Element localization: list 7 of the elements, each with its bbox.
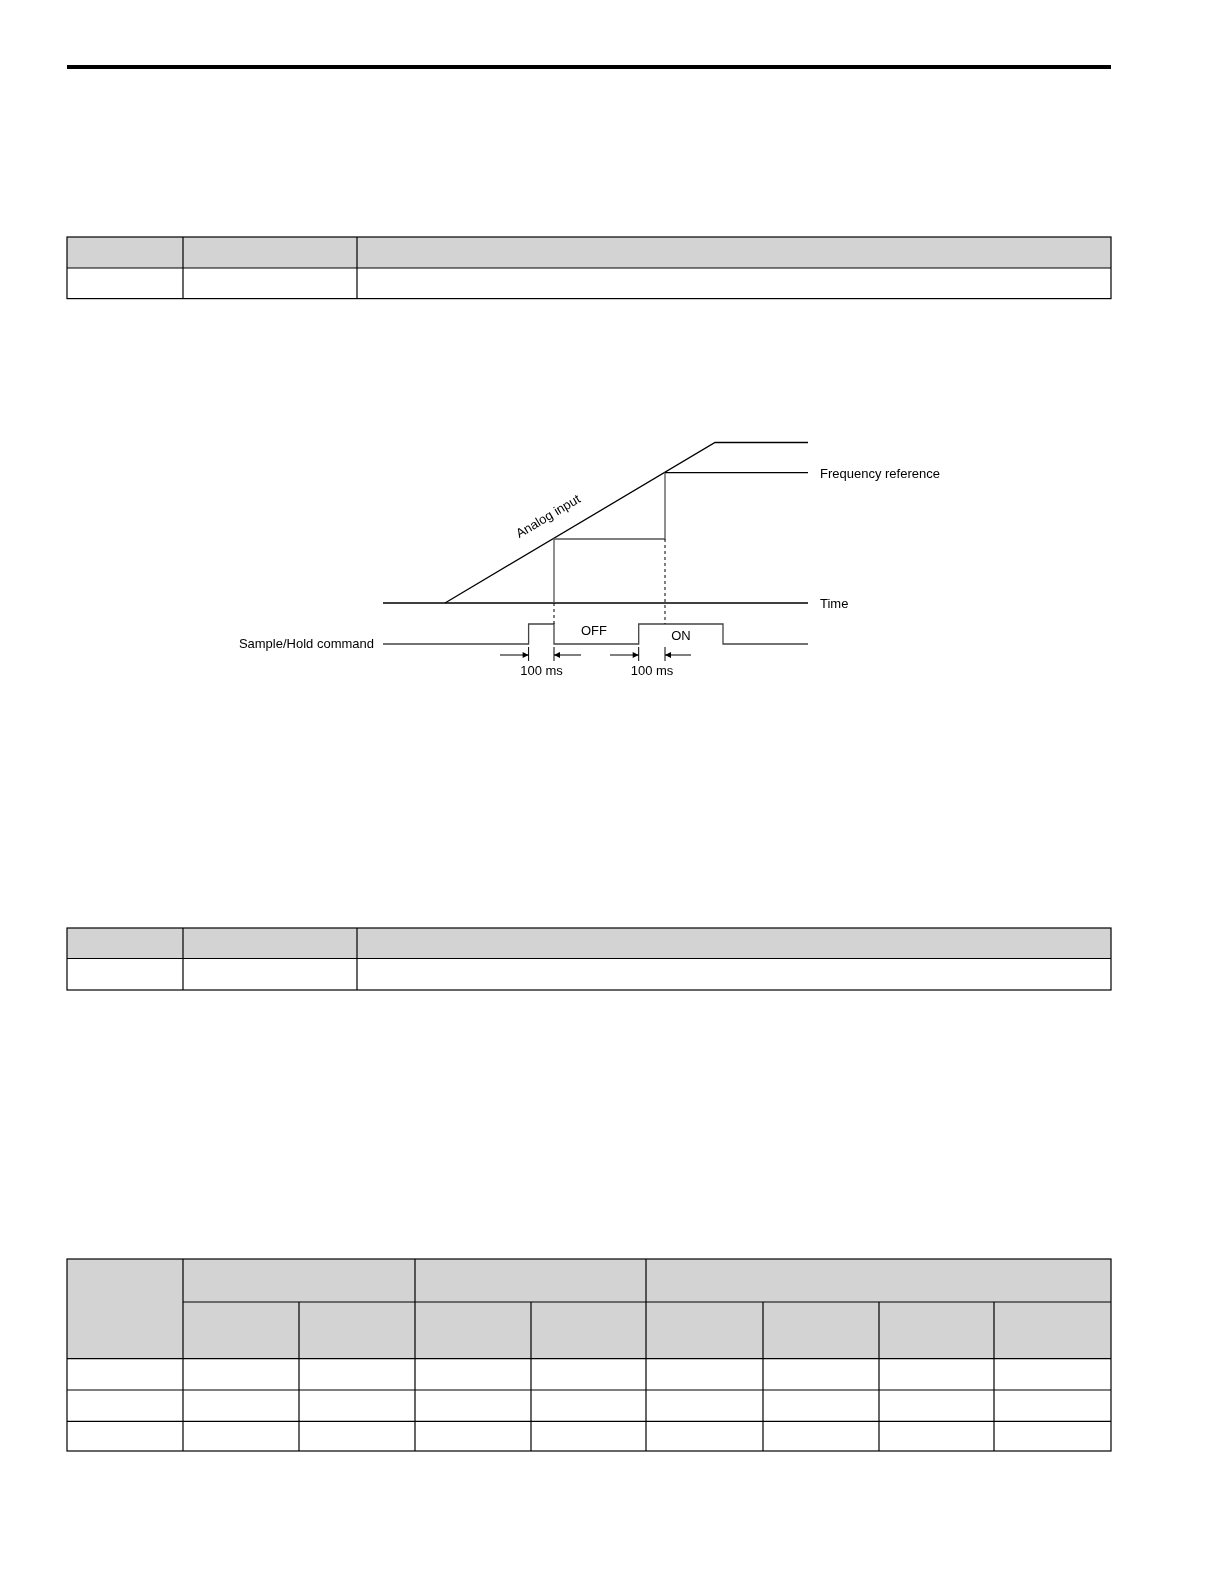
signal-label: Sample/Hold command <box>238 635 374 651</box>
dimension-label: 100 ms <box>520 662 563 678</box>
dimension-label: 100 ms <box>630 662 674 678</box>
state-label: ON <box>671 627 691 643</box>
axis-label: Time <box>820 595 849 611</box>
signal-label: Frequency reference <box>820 465 940 481</box>
state-label: OFF <box>581 622 607 638</box>
